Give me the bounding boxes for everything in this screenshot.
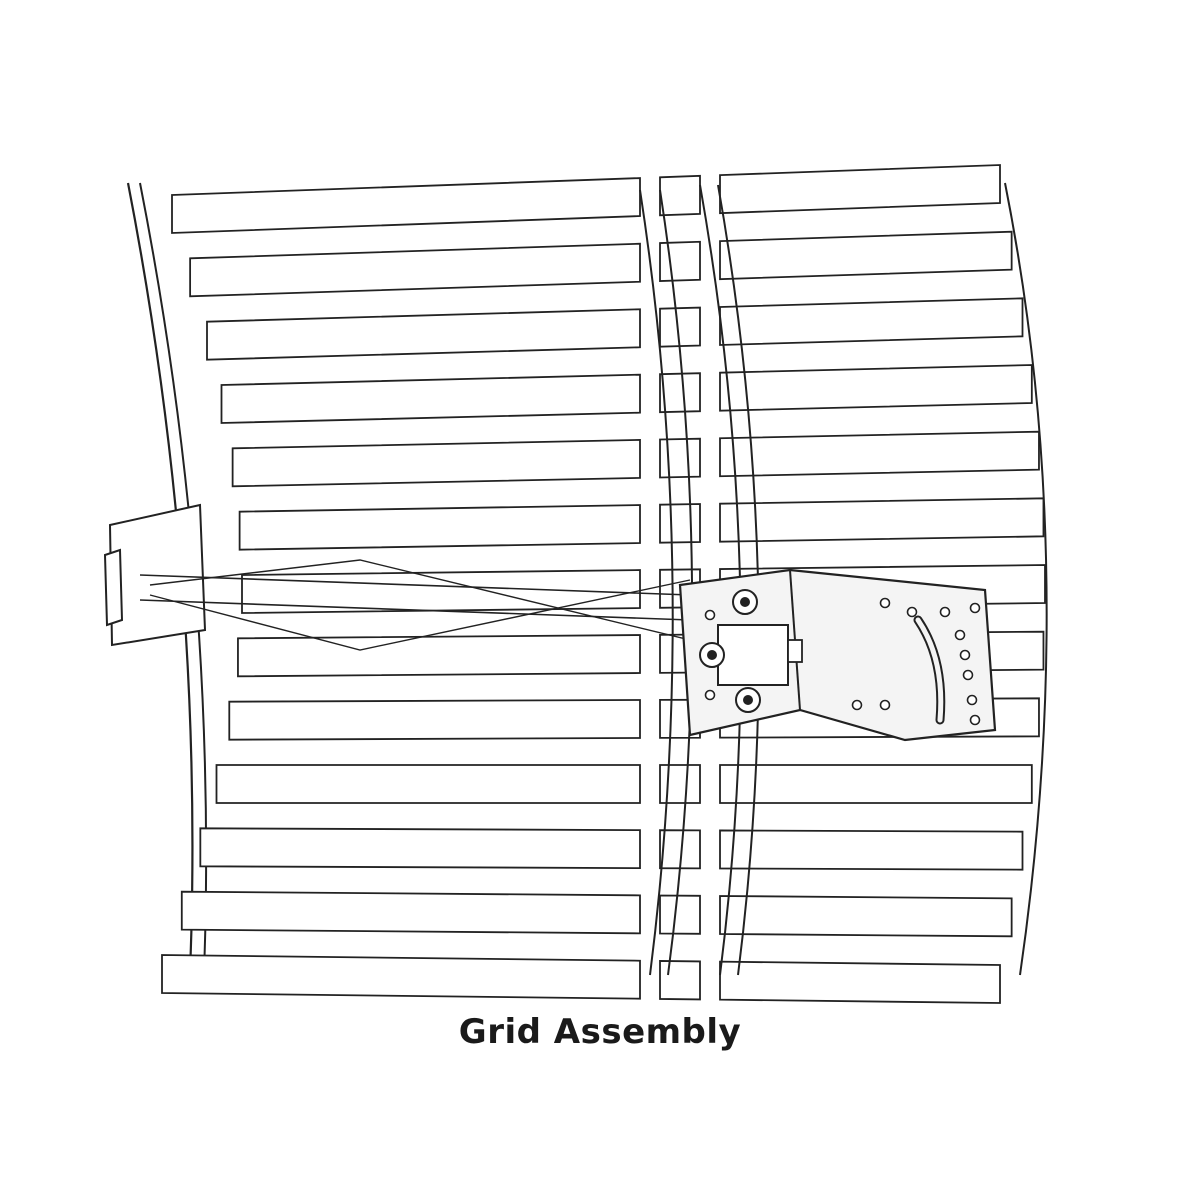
adjustment-slot-inner [915, 617, 944, 723]
mounting-hole [969, 714, 981, 726]
grid-bar [719, 497, 1045, 543]
feed-horn [103, 503, 691, 651]
grid-bar [161, 954, 641, 1000]
bolt-center [743, 695, 753, 705]
grid-bar [171, 177, 641, 234]
mounting-hole [939, 606, 951, 618]
grid-bar [180, 890, 641, 935]
grid-bar [241, 569, 641, 614]
mounting-hole [962, 669, 974, 681]
bolt-center [707, 650, 717, 660]
mounting-hole [704, 689, 716, 701]
grid-bar [659, 306, 701, 348]
grid-bar [719, 230, 1013, 281]
mounting-hole [879, 699, 891, 711]
grid-bar [719, 164, 1001, 215]
grid-bar [659, 829, 701, 870]
feed-boom [139, 574, 691, 621]
grid-bar [659, 372, 701, 414]
mounting-hole [959, 649, 971, 661]
grid-bar [659, 764, 701, 804]
grid-bar [220, 373, 641, 424]
grid-bar [228, 699, 641, 741]
grid-reflector [126, 164, 1048, 1004]
frame-right-edge [1004, 182, 1048, 976]
mounting-hole [969, 602, 981, 614]
grid-bar [719, 895, 1013, 938]
grid-bar [719, 297, 1024, 346]
figure-caption: Grid Assembly [458, 1012, 742, 1052]
grid-bar [719, 764, 1033, 804]
mounting-hole [954, 629, 966, 641]
grid-bar [719, 364, 1033, 412]
clamp-block [717, 624, 789, 686]
mounting-hole [851, 699, 863, 711]
clamp-nut [787, 639, 803, 663]
grid-bar [189, 242, 641, 298]
mounting-hole [879, 597, 891, 609]
grid-bar [659, 174, 701, 217]
grid-bar [719, 960, 1001, 1004]
grid-bar [659, 503, 701, 544]
mounting-hole [704, 609, 716, 621]
mounting-bracket-icon [678, 568, 997, 742]
grid-bar [659, 240, 701, 283]
grid-bar [231, 438, 641, 488]
grid-bar [719, 829, 1024, 871]
grid-bar [199, 827, 641, 870]
grid-bar [215, 764, 641, 804]
grid-bar [659, 437, 701, 479]
feed-struts [149, 559, 691, 651]
grid-bar [719, 430, 1040, 478]
vertical-rib [659, 189, 694, 976]
bolt-center [740, 597, 750, 607]
grid-bar [659, 960, 701, 1001]
feed-cap [103, 548, 124, 627]
grid-bar [238, 504, 641, 551]
grid-bar [206, 308, 641, 361]
grid-bar [237, 634, 641, 678]
mounting-hole [906, 606, 918, 618]
vertical-rib [639, 189, 674, 976]
grid-bar [659, 894, 701, 935]
mounting-hole [966, 694, 978, 706]
